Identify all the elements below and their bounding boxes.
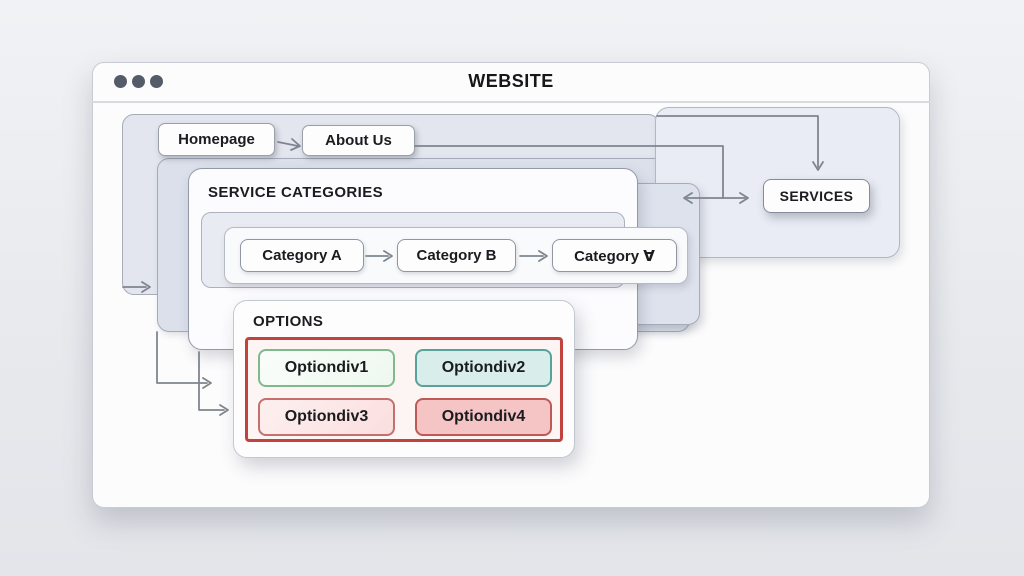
- optiondiv1-box[interactable]: Optiondiv1: [258, 349, 395, 387]
- window-controls: [114, 75, 163, 88]
- window-dot-icon[interactable]: [150, 75, 163, 88]
- optiondiv2-box[interactable]: Optiondiv2: [415, 349, 552, 387]
- category-b-box[interactable]: Category B: [397, 239, 516, 272]
- window-title: WEBSITE: [468, 71, 554, 91]
- about-us-button[interactable]: About Us: [302, 125, 415, 156]
- service-categories-title: SERVICE CATEGORIES: [208, 184, 384, 201]
- window-titlebar: WEBSITE: [92, 62, 930, 103]
- category-c-box[interactable]: Category Ɐ: [552, 239, 677, 272]
- window-dot-icon[interactable]: [114, 75, 127, 88]
- window-dot-icon[interactable]: [132, 75, 145, 88]
- category-a-box[interactable]: Category A: [240, 239, 364, 272]
- optiondiv4-box[interactable]: Optiondiv4: [415, 398, 552, 436]
- services-button[interactable]: SERVICES: [763, 179, 870, 213]
- homepage-button[interactable]: Homepage: [158, 123, 275, 156]
- options-title: OPTIONS: [253, 313, 324, 330]
- optiondiv3-box[interactable]: Optiondiv3: [258, 398, 395, 436]
